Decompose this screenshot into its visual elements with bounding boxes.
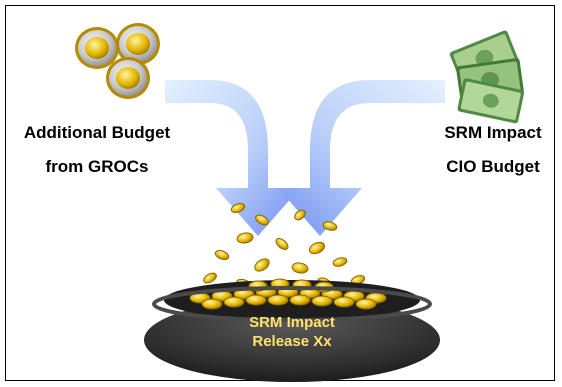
pot-label-line2: Release Xx <box>252 333 332 350</box>
pot-label: SRM Impact Release Xx <box>222 314 362 350</box>
banknotes-icon <box>449 30 525 124</box>
pot-label-line1: SRM Impact <box>249 314 335 331</box>
right-source-label: SRM Impact CIO Budget <box>430 123 556 177</box>
euro-coins-icon <box>75 23 160 99</box>
left-source-line2: from GROCs <box>45 157 149 176</box>
left-source-line1: Additional Budget <box>23 123 171 142</box>
right-source-line1: SRM Impact <box>444 123 542 142</box>
left-flow-arrow <box>165 80 300 236</box>
left-source-label: Additional Budget from GROCs <box>18 123 176 177</box>
right-flow-arrow <box>278 80 445 236</box>
pot-of-gold-icon <box>144 278 440 382</box>
right-source-line2: CIO Budget <box>446 157 540 176</box>
